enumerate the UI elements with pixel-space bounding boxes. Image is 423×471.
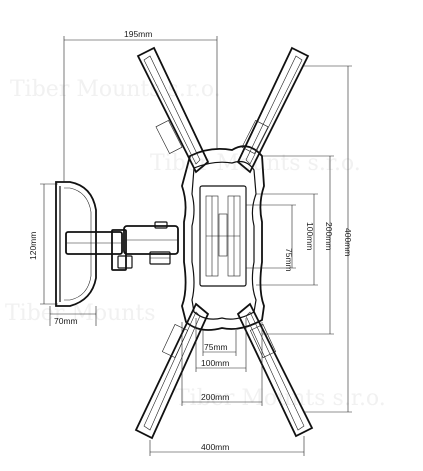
- dimension-label-75mm-horizontal: 75mm: [204, 342, 228, 352]
- watermark-text-2: Tiber Mounts s.r.o.: [150, 151, 361, 176]
- dimension-label-100mm-vertical: 100mm: [305, 222, 315, 250]
- dimension-vesa-100-horizontal: 100mm: [195, 318, 247, 372]
- dimension-vesa-400-horizontal: 400mm: [149, 436, 305, 456]
- dimension-vesa-400-vertical: 400mm: [304, 65, 353, 413]
- dimension-top-width: 195mm: [63, 29, 218, 182]
- dimension-vesa-75-horizontal: 75mm: [202, 330, 237, 356]
- dimension-wall-plate-height: 120mm: [28, 183, 58, 305]
- dimension-label-75mm-vertical: 75mm: [284, 248, 294, 272]
- watermark-text-3: Tiber Mounts: [5, 301, 156, 326]
- dimension-vesa-200-vertical: 200mm: [262, 155, 334, 335]
- dimension-vesa-75-vertical: 75mm: [246, 204, 296, 272]
- wall-plate: [55, 181, 97, 307]
- dimension-label-195mm: 195mm: [124, 29, 152, 39]
- watermark-text-4: Tiber Mounts s.r.o.: [175, 386, 386, 411]
- watermark-text-1: Tiber Mounts s.r.o.: [10, 77, 221, 102]
- vesa-arm-upper-right: [236, 46, 310, 174]
- dimension-wall-plate-depth: 70mm: [49, 306, 97, 326]
- vesa-arm-upper-left: [136, 46, 210, 174]
- vesa-arm-lower-right: [236, 302, 314, 438]
- dimension-label-120mm: 120mm: [28, 232, 38, 260]
- dimension-label-70mm: 70mm: [54, 316, 78, 326]
- watermark: Tiber Mounts s.r.o. Tiber Mounts s.r.o. …: [5, 77, 386, 411]
- dimension-label-100mm-horizontal: 100mm: [201, 358, 229, 368]
- articulating-arm: [65, 221, 179, 271]
- dimension-label-200mm-horizontal: 200mm: [201, 392, 229, 402]
- dimension-vesa-100-vertical: 100mm: [256, 193, 318, 286]
- dimension-label-400mm-horizontal: 400mm: [201, 442, 229, 452]
- vesa-arm-lower-left: [134, 302, 210, 440]
- dimension-label-400mm-vertical: 400mm: [343, 228, 353, 256]
- dimension-vesa-200-horizontal: 200mm: [181, 322, 263, 406]
- dimension-label-200mm-vertical: 200mm: [324, 222, 334, 250]
